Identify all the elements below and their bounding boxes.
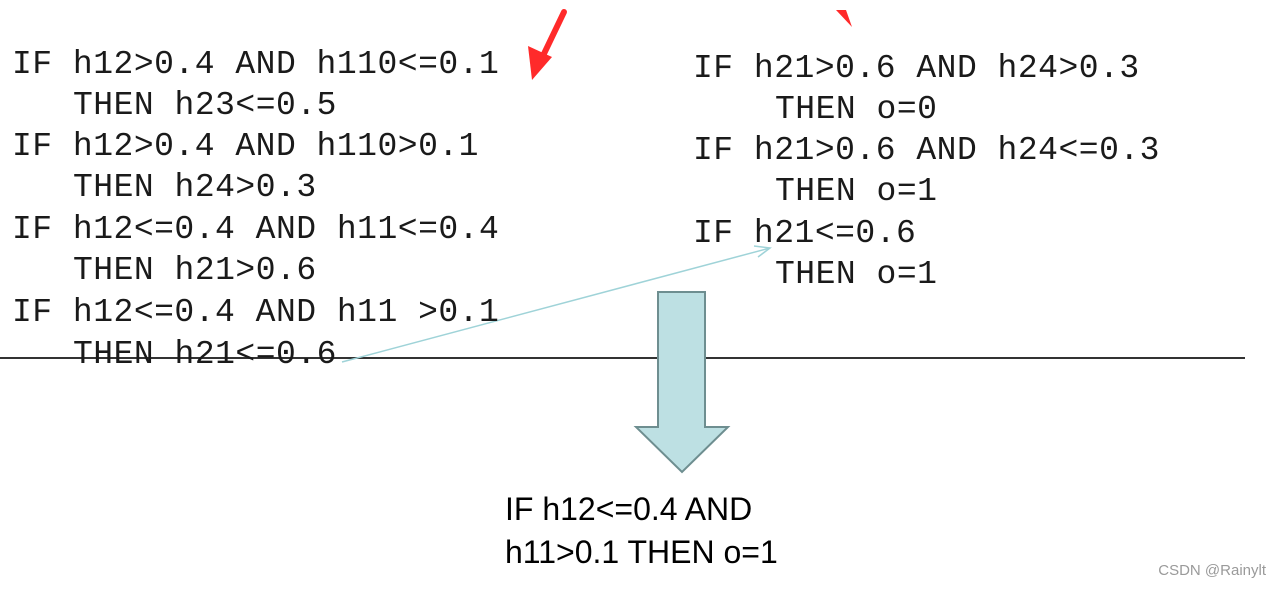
right-rule-3-if: IF h21<=0.6 xyxy=(693,215,917,252)
connector-arrow-icon xyxy=(341,245,772,363)
right-rule-1-then: THEN o=0 xyxy=(775,91,938,128)
right-rule-3-then: THEN o=1 xyxy=(775,256,938,293)
left-rule-1-if: IF h12>0.4 AND h110<=0.1 xyxy=(12,46,500,83)
red-arrow-left-icon xyxy=(528,9,567,80)
result-line-2: h11>0.1 THEN o=1 xyxy=(505,534,778,570)
right-rules: IF h21>0.6 AND h24>0.3 THEN o=0 IF h21>0… xyxy=(693,48,1159,335)
left-rule-3-then: THEN h21>0.6 xyxy=(73,252,317,289)
result-rule: IF h12<=0.4 AND h11>0.1 THEN o=1 xyxy=(505,488,778,574)
watermark: CSDN @Rainylt xyxy=(1158,562,1266,579)
result-line-1: IF h12<=0.4 AND xyxy=(505,491,753,527)
left-rule-3-if: IF h12<=0.4 AND h11<=0.4 xyxy=(12,211,500,248)
right-rule-2-if: IF h21>0.6 AND h24<=0.3 xyxy=(693,132,1160,169)
left-rules: IF h12>0.4 AND h110<=0.1 THEN h23<=0.5 I… xyxy=(12,44,499,413)
left-rule-1-then: THEN h23<=0.5 xyxy=(73,87,337,124)
left-rule-4-then: THEN h21<=0.6 xyxy=(73,336,337,373)
left-rule-2-if: IF h12>0.4 AND h110>0.1 xyxy=(12,128,479,165)
left-rule-2-then: THEN h24>0.3 xyxy=(73,169,317,206)
right-rule-1-if: IF h21>0.6 AND h24>0.3 xyxy=(693,50,1140,87)
red-arrow-right-icon xyxy=(836,10,852,27)
left-rule-4-if: IF h12<=0.4 AND h11 >0.1 xyxy=(12,294,500,331)
right-rule-2-then: THEN o=1 xyxy=(775,173,938,210)
down-arrow-icon xyxy=(633,291,731,474)
